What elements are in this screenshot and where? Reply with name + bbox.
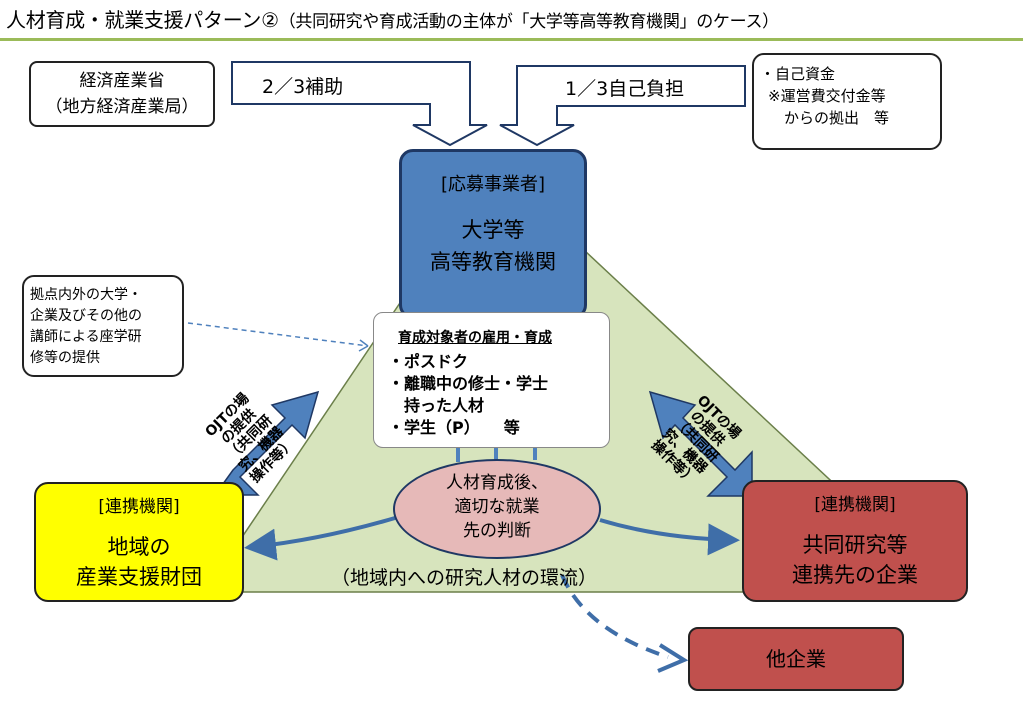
partner-left-box: [連携機関] 地域の 産業支援財団 [34, 482, 244, 602]
to-right-partner-arrow [599, 518, 740, 556]
applicant-label: [応募事業者] [440, 174, 546, 195]
judgment-ellipse: 人材育成後、適切な就業先の判断 [393, 459, 601, 559]
page-title: 人材育成・就業支援パターン②（共同研究や育成活動の主体が「大学等高等教育機関」の… [6, 8, 779, 32]
title-divider [0, 38, 1023, 41]
self-funds-box: ・自己資金 ※運営費交付金等 からの拠出 等 [752, 53, 942, 150]
trainees-box: 育成対象者の雇用・育成 ・ポスドク ・離職中の修士・学士 持った人材 ・学生（P… [373, 312, 610, 448]
self-burden-arrow [499, 65, 746, 147]
self-burden-label: 1／3自己負担 [565, 78, 685, 100]
meti-box: 経済産業省（地方経済産業局） [29, 61, 215, 127]
to-left-partner-arrow [244, 516, 396, 561]
circulation-label: （地域内への研究人材の環流） [331, 567, 598, 589]
lecture-dashed-arrow [187, 322, 369, 347]
to-other-company-arrow [560, 574, 669, 659]
other-company-box: 他企業 [688, 627, 904, 691]
subsidy-label: 2／3補助 [262, 76, 344, 98]
subsidy-arrow [231, 61, 488, 147]
lecture-box: 拠点内外の大学・企業及びその他の 講師による座学研修等の提供 [22, 275, 184, 377]
applicant-box: [応募事業者] 大学等 高等教育機関 [399, 149, 587, 319]
partner-right-box: [連携機関] 共同研究等 連携先の企業 [742, 480, 968, 602]
